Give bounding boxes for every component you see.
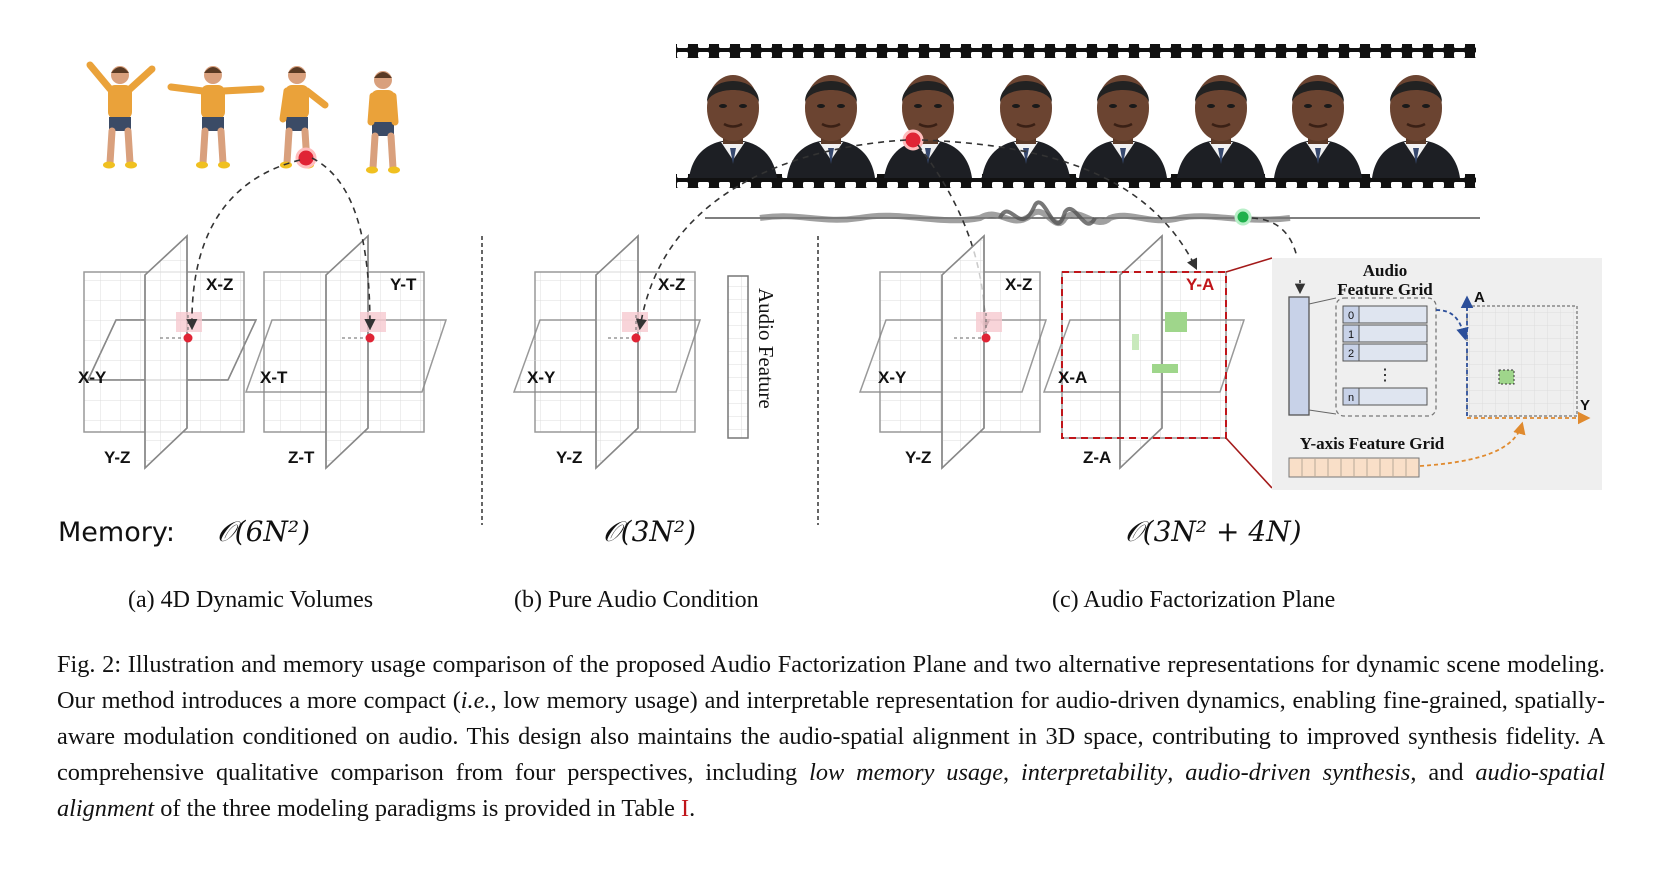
caption-italic: i.e. [460, 687, 491, 714]
audio-waveform [705, 200, 1480, 227]
axis-label-a: A [1474, 289, 1485, 306]
plane-label: X-Y [78, 368, 107, 387]
caption-text: , [1167, 759, 1186, 786]
subcaption-b: (b) Pure Audio Condition [514, 587, 759, 613]
plane-label: X-Z [1005, 275, 1032, 294]
plane-label: Y-Z [556, 448, 582, 467]
grid-row-index: 2 [1348, 348, 1354, 360]
subcaption-c: (c) Audio Factorization Plane [1052, 587, 1335, 613]
sample-point-marker [295, 147, 317, 169]
audio-feature-vector [1288, 296, 1310, 416]
plane-label: Y-T [390, 275, 417, 294]
axis-label-y: Y [1580, 397, 1590, 414]
caption-text: of the three modeling paradigms is provi… [154, 795, 682, 822]
dancer-figure [167, 66, 265, 169]
plane-label: Y-A [1186, 275, 1214, 294]
memory-formula-a: 𝒪(6N²) [217, 515, 310, 548]
caption-italic: interpretability [1021, 759, 1168, 786]
y-a-highlight-box [1061, 271, 1227, 439]
figure-caption: Fig. 2: Illustration and memory usage co… [57, 647, 1605, 827]
dancer-images [86, 61, 400, 174]
audio-feature-grid: 0 1 2 n ⋮ [1342, 305, 1428, 406]
audio-sample-marker [1234, 208, 1252, 226]
plane-label: X-Y [527, 368, 556, 387]
caption-text: , and [1410, 759, 1476, 786]
dancer-figure [280, 66, 329, 169]
panel-c-audio-planes: Y-A X-A Z-A [1042, 234, 1273, 489]
memory-formula-c: 𝒪(3N² + 4N) [1125, 515, 1302, 548]
plane-label: Z-T [288, 448, 315, 467]
plane-label: X-Z [206, 275, 233, 294]
plane-label: X-Z [658, 275, 685, 294]
subcaption-a: (a) 4D Dynamic Volumes [128, 587, 373, 613]
table-reference-link[interactable]: I [681, 795, 690, 822]
audio-grid-title: Feature Grid [1337, 280, 1433, 299]
plane-label: Y-Z [905, 448, 931, 467]
caption-italic: low memory usage [809, 759, 1003, 786]
grid-row-index: 1 [1348, 329, 1354, 341]
caption-text: Fig. 2: Illustration and memory usage co… [57, 651, 1605, 714]
a-y-plane [1466, 305, 1578, 417]
grid-row-index: 0 [1348, 310, 1354, 322]
caption-text: , [1003, 759, 1021, 786]
video-film-strip [676, 44, 1476, 188]
audio-factorization-inset: Audio Feature Grid 0 1 2 n ⋮ A Y Y-axis … [1272, 258, 1602, 490]
y-axis-grid-title: Y-axis Feature Grid [1300, 434, 1445, 453]
memory-label: Memory: [58, 517, 175, 548]
audio-feature-label: Audio Feature [754, 288, 778, 409]
plane-label: Z-A [1083, 448, 1111, 467]
plane-label: Y-Z [104, 448, 130, 467]
caption-text: . [689, 795, 696, 822]
panel-a-planes-time: Y-T X-T Z-T [244, 234, 448, 470]
audio-feature-bar [727, 275, 749, 439]
memory-formula-b: 𝒪(3N²) [603, 515, 696, 548]
dancer-figure [366, 71, 400, 174]
caption-italic: audio-spatial alignment [57, 759, 1605, 822]
grid-ellipsis: ⋮ [1377, 367, 1393, 384]
panel-c-spatial-planes: X-Z X-Y Y-Z [858, 234, 1048, 470]
audio-grid-title: Audio [1363, 261, 1407, 280]
panel-a-planes-xyz: X-Z X-Y Y-Z [78, 234, 258, 470]
y-axis-feature-grid [1288, 457, 1420, 478]
grid-row-index: n [1348, 392, 1354, 404]
plane-label: X-A [1058, 368, 1087, 387]
caption-text: , low memory usage) and interpretable re… [57, 687, 1605, 786]
plane-label: X-T [260, 368, 288, 387]
panel-b-planes: X-Z X-Y Y-Z Audio Feature [512, 234, 778, 470]
plane-label: X-Y [878, 368, 907, 387]
dancer-figure [86, 61, 156, 169]
caption-italic: audio-driven synthesis [1185, 759, 1411, 786]
